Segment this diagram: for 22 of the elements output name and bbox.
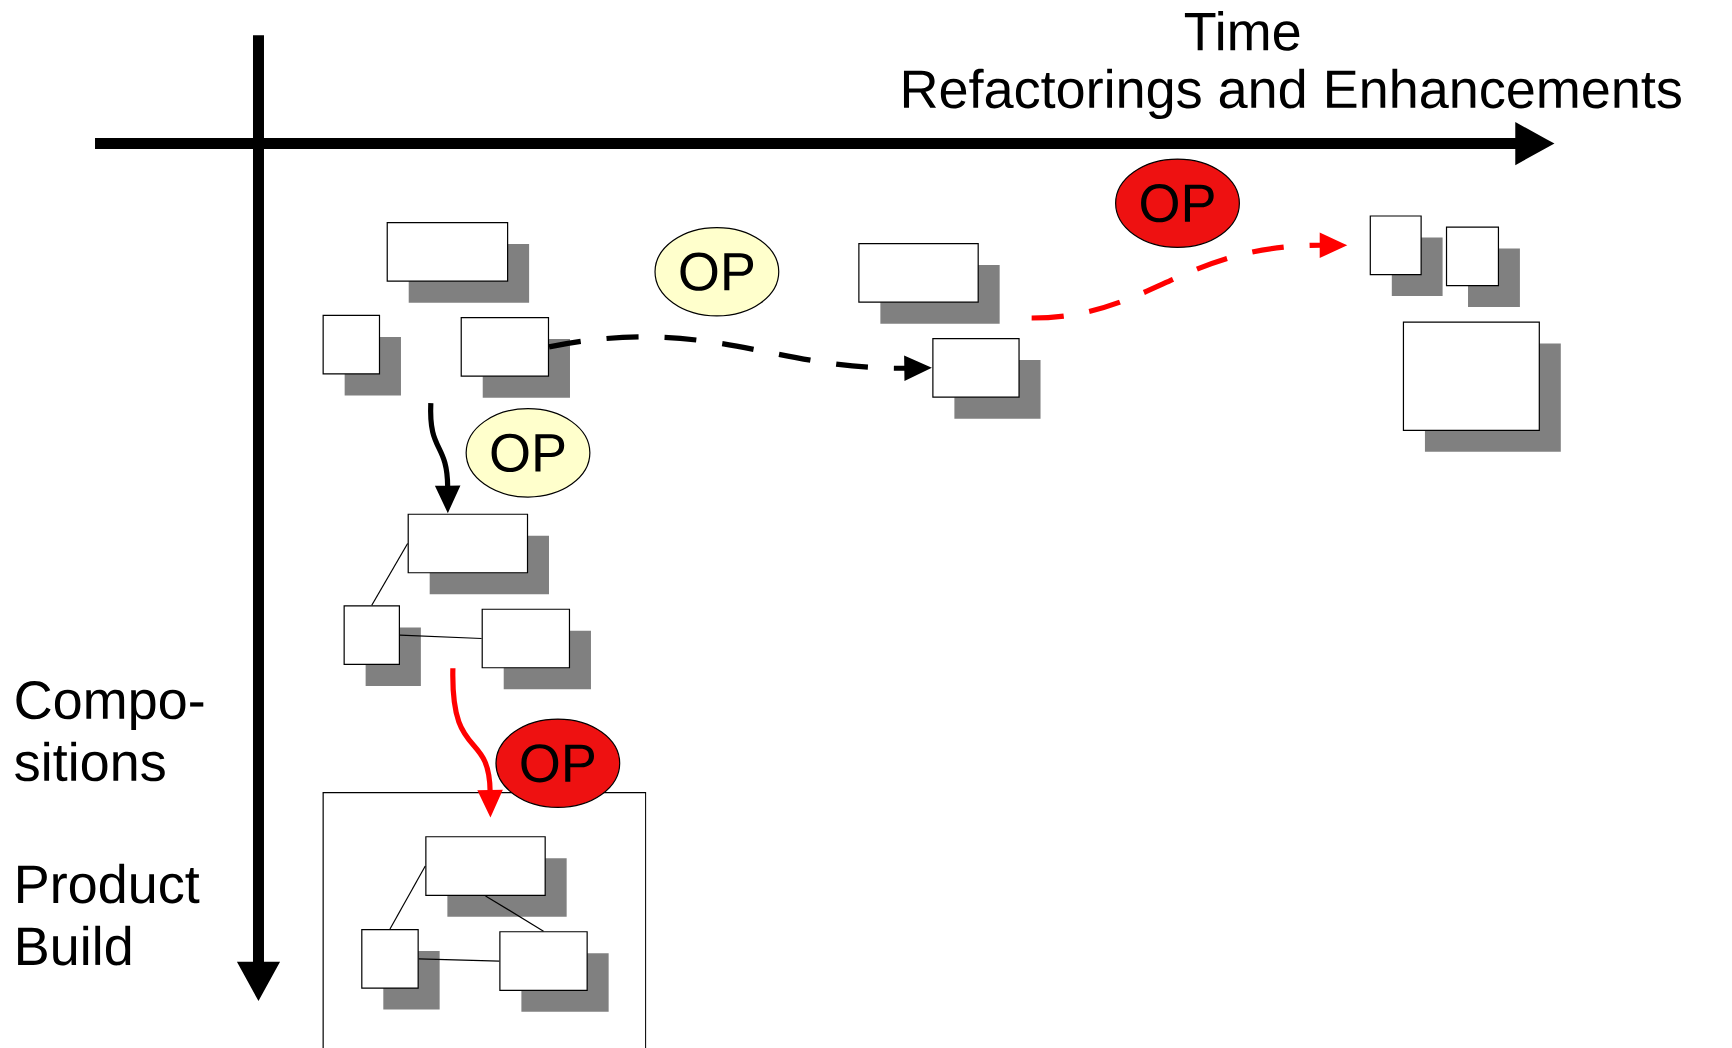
shadowed-box [407, 513, 549, 595]
shadowed-box [1445, 226, 1520, 307]
shadowed-box [1402, 321, 1561, 452]
shadowed-box [499, 931, 609, 1012]
shadowed-box [932, 337, 1041, 419]
shadowed-box [322, 314, 401, 396]
shadowed-box [343, 605, 421, 686]
axis-label: Refactorings and Enhancements [903, 68, 1681, 119]
shadowed-box [1369, 215, 1443, 296]
shadowed-box [481, 608, 591, 690]
axis-label: Compo- sitions [15, 681, 204, 782]
axis-label: Product Build [18, 863, 200, 966]
shadowed-box [386, 221, 530, 303]
shadowed-box [425, 836, 567, 917]
connector-line [418, 958, 500, 962]
shadowed-box [460, 316, 570, 398]
axis-label: Time [1184, 10, 1300, 51]
connector-line [399, 634, 483, 639]
connector-line [389, 865, 426, 930]
connector-line [371, 542, 409, 606]
shadowed-box [858, 242, 1000, 324]
shadowed-box [361, 928, 440, 1010]
